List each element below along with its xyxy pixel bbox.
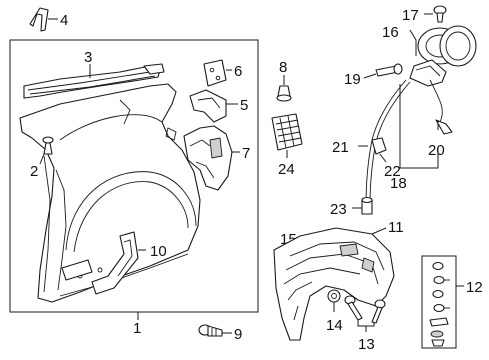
callout-14: 14 <box>326 317 343 334</box>
callout-6: 6 <box>234 63 242 80</box>
part-12-fasteners <box>429 261 450 347</box>
leader-11 <box>371 227 387 235</box>
leader-19 <box>363 73 377 79</box>
part-8-clip <box>276 85 292 102</box>
part-7-wheelhouse-panel <box>183 125 233 191</box>
part-11-wheelhouse-liner <box>273 227 395 341</box>
part-5-reinforcement <box>189 89 227 123</box>
callout-2: 2 <box>30 163 38 180</box>
callout-3: 3 <box>84 49 92 66</box>
part-20-release-cable <box>429 79 453 135</box>
part-9-push-pin <box>198 324 223 337</box>
callout-9: 9 <box>234 326 242 343</box>
part-23-cap <box>361 196 373 215</box>
callout-11: 11 <box>388 219 404 236</box>
quarter-panel-assembly-box <box>9 39 259 313</box>
part-17-screw <box>433 5 447 23</box>
leader-13 <box>357 320 375 327</box>
callout-23: 23 <box>330 201 347 218</box>
callout-17: 17 <box>402 7 419 24</box>
part-14-nut <box>327 289 341 303</box>
callout-24: 24 <box>278 161 295 178</box>
callout-5: 5 <box>240 97 248 114</box>
callout-18: 18 <box>390 175 407 192</box>
callout-1: 1 <box>133 320 141 337</box>
callout-12: 12 <box>466 279 483 296</box>
leader-16 <box>409 29 417 56</box>
callout-16: 16 <box>382 24 399 41</box>
part-24-vent-grille <box>271 113 303 151</box>
leader-18 <box>399 84 439 169</box>
part-13-screws <box>344 295 386 324</box>
callout-19: 19 <box>344 71 361 88</box>
part-3-upper-rail <box>23 63 165 99</box>
callout-22: 22 <box>384 163 401 180</box>
part-16-fuel-door <box>409 25 477 87</box>
callout-21: 21 <box>332 139 349 156</box>
part-10-lower-reinforcement <box>61 231 139 295</box>
callout-4: 4 <box>60 12 68 29</box>
part-22-grommet <box>371 137 387 155</box>
part-19-bolt <box>375 63 403 77</box>
part-2-bump-stop <box>42 136 54 155</box>
fastener-set-box <box>421 255 457 349</box>
callout-8: 8 <box>279 59 287 76</box>
part-4-trim-piece <box>29 7 49 32</box>
callout-10: 10 <box>150 243 167 260</box>
callout-7: 7 <box>242 145 250 162</box>
quarter-panel-body <box>19 83 201 303</box>
leader-22 <box>379 153 387 163</box>
callout-20: 20 <box>428 142 445 159</box>
part-6-bracket <box>203 59 227 87</box>
leader-2 <box>39 153 45 165</box>
callout-13: 13 <box>358 336 375 353</box>
